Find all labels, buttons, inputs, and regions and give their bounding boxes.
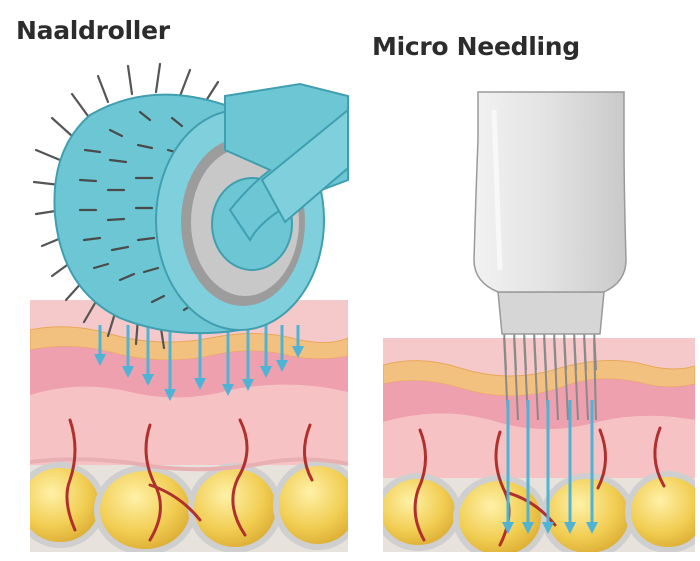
needle-roller-icon [32, 62, 349, 350]
blood-vessels-right [413, 426, 666, 547]
blood-vessels-left [65, 418, 314, 542]
panel-title-naaldroller: Naaldroller [16, 16, 170, 45]
skin-layers-left [30, 300, 348, 552]
panel-title-micro-needling: Micro Needling [372, 32, 580, 61]
skin-layers-right [383, 338, 695, 552]
needle-arrows-left [94, 325, 304, 401]
microneedling-pen-icon [473, 91, 627, 371]
needle-arrows-right [502, 400, 598, 534]
